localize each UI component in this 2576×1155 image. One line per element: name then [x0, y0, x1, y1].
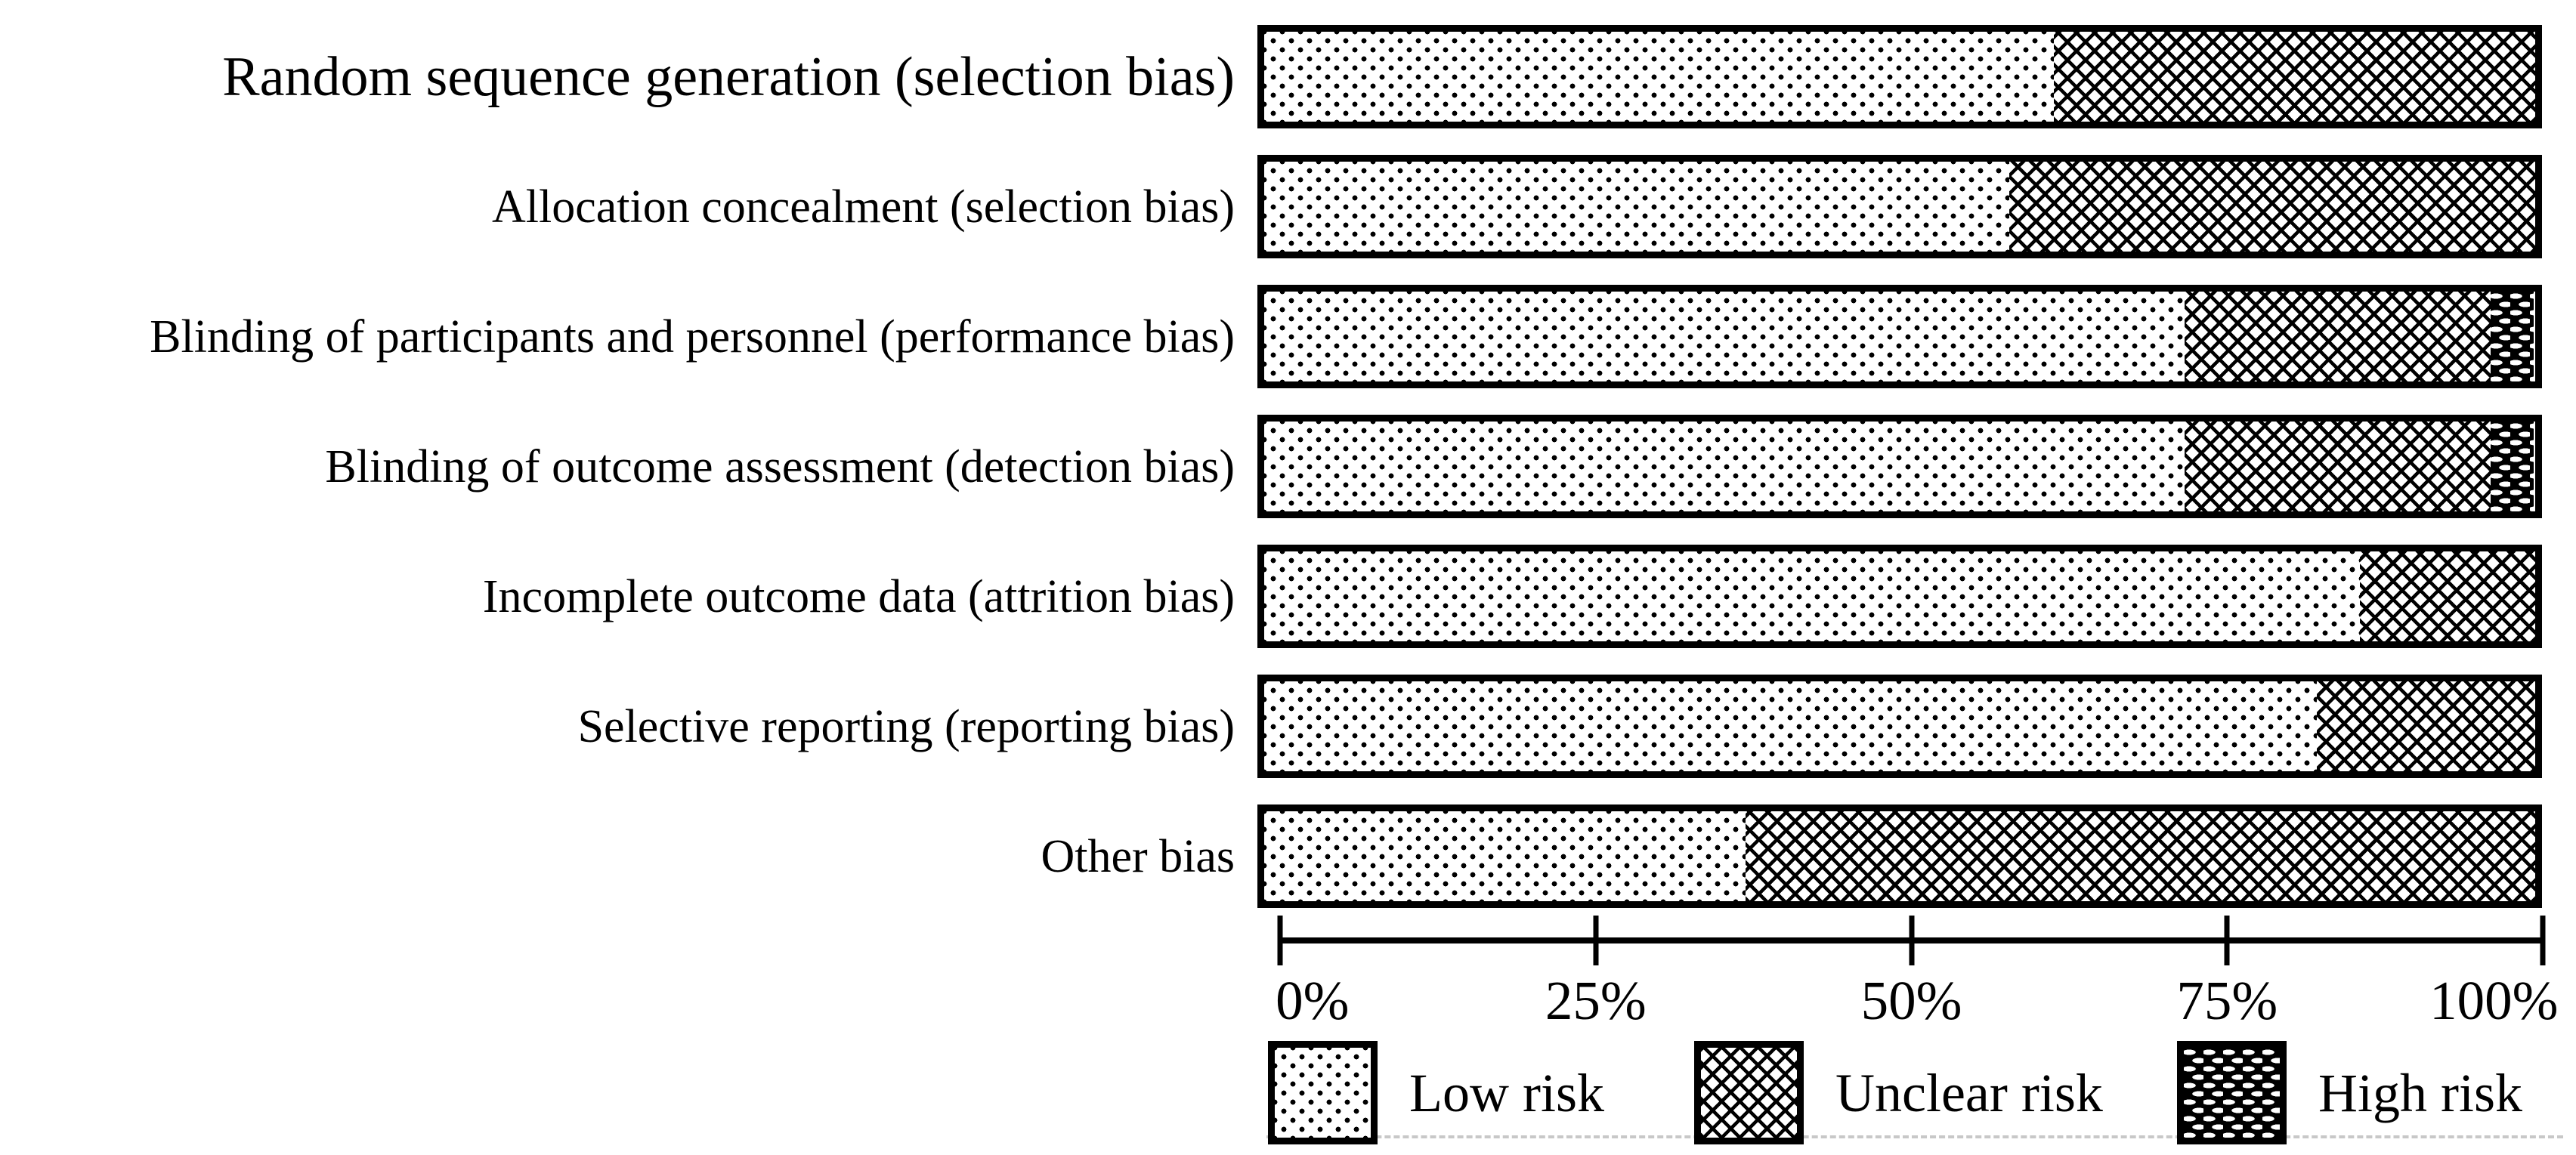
- bar-segment-high-risk: [2491, 292, 2534, 381]
- axis-tick: [1277, 916, 1283, 965]
- bar-segment-unclear-risk: [1746, 811, 2535, 901]
- chart-row: Blinding of participants and personnel (…: [0, 285, 2542, 388]
- axis-tick: [1593, 916, 1599, 965]
- category-label: Blinding of outcome assessment (detectio…: [325, 440, 1235, 493]
- bar-segment-unclear-risk: [2184, 422, 2491, 511]
- x-axis: 0% 25% 50% 75% 100%: [1276, 916, 2558, 1044]
- legend-item-unclear-risk: Unclear risk: [1694, 1041, 2103, 1144]
- category-label: Blinding of participants and personnel (…: [150, 310, 1235, 363]
- axis-tick-label: 100%: [2429, 970, 2559, 1031]
- chart-row: Selective reporting (reporting bias): [0, 675, 2542, 778]
- bar-segment-high-risk: [2491, 422, 2534, 511]
- legend-label: High risk: [2318, 1062, 2522, 1123]
- bar-segment-unclear-risk: [2009, 162, 2535, 252]
- bar-segment-low-risk: [1264, 422, 2185, 511]
- legend-item-high-risk: High risk: [2177, 1041, 2522, 1144]
- axis-tick-label: 50%: [1860, 970, 1962, 1031]
- legend-swatch-unclear-risk: [1694, 1041, 1804, 1144]
- chart-row: Random sequence generation (selection bi…: [0, 25, 2542, 128]
- axis-tick: [2540, 916, 2546, 965]
- bar-segment-low-risk: [1264, 811, 1746, 901]
- legend-item-low-risk: Low risk: [1268, 1041, 1604, 1144]
- legend-label: Low risk: [1409, 1062, 1604, 1123]
- bar-blinding-of-participants-and-personnel-performance-bias-: [1257, 285, 2542, 388]
- chart-row: Other bias: [0, 804, 2542, 908]
- bar-other-bias: [1257, 804, 2542, 908]
- legend-separator-line: [1266, 1135, 2563, 1138]
- bar-selective-reporting-reporting-bias-: [1257, 675, 2542, 778]
- chart-rows: Random sequence generation (selection bi…: [0, 25, 2542, 908]
- bar-segment-low-risk: [1264, 162, 2009, 252]
- category-label: Incomplete outcome data (attrition bias): [482, 570, 1235, 622]
- category-label: Selective reporting (reporting bias): [577, 700, 1235, 752]
- category-label: Other bias: [1041, 830, 1235, 882]
- chart-row: Blinding of outcome assessment (detectio…: [0, 415, 2542, 518]
- bar-incomplete-outcome-data-attrition-bias-: [1257, 545, 2542, 648]
- bar-segment-low-risk: [1264, 551, 2360, 641]
- category-label: Allocation concealment (selection bias): [491, 181, 1235, 233]
- bar-allocation-concealment-selection-bias-: [1257, 155, 2542, 258]
- bar-segment-low-risk: [1264, 681, 2317, 771]
- bar-blinding-of-outcome-assessment-detection-bias-: [1257, 415, 2542, 518]
- chart-row: Incomplete outcome data (attrition bias): [0, 545, 2542, 648]
- legend: Low risk Unclear risk High risk: [0, 1041, 2576, 1147]
- bar-segment-low-risk: [1264, 292, 2185, 381]
- bar-segment-unclear-risk: [2359, 551, 2535, 641]
- axis-tick-label: 0%: [1276, 970, 1350, 1031]
- category-label: Random sequence generation (selection bi…: [222, 45, 1235, 108]
- legend-label: Unclear risk: [1835, 1062, 2103, 1123]
- axis-tick: [1909, 916, 1914, 965]
- axis-tick-label: 25%: [1545, 970, 1647, 1031]
- bar-segment-unclear-risk: [2184, 292, 2491, 381]
- bar-segment-unclear-risk: [2053, 32, 2535, 122]
- legend-swatch-high-risk: [2177, 1041, 2287, 1144]
- legend-swatch-low-risk: [1268, 1041, 1378, 1144]
- axis-tick-label: 75%: [2176, 970, 2278, 1031]
- chart-row: Allocation concealment (selection bias): [0, 155, 2542, 258]
- bar-segment-low-risk: [1264, 32, 2054, 122]
- axis-tick: [2224, 916, 2230, 965]
- bar-random-sequence-generation-selection-bias-: [1257, 25, 2542, 128]
- bar-segment-unclear-risk: [2316, 681, 2535, 771]
